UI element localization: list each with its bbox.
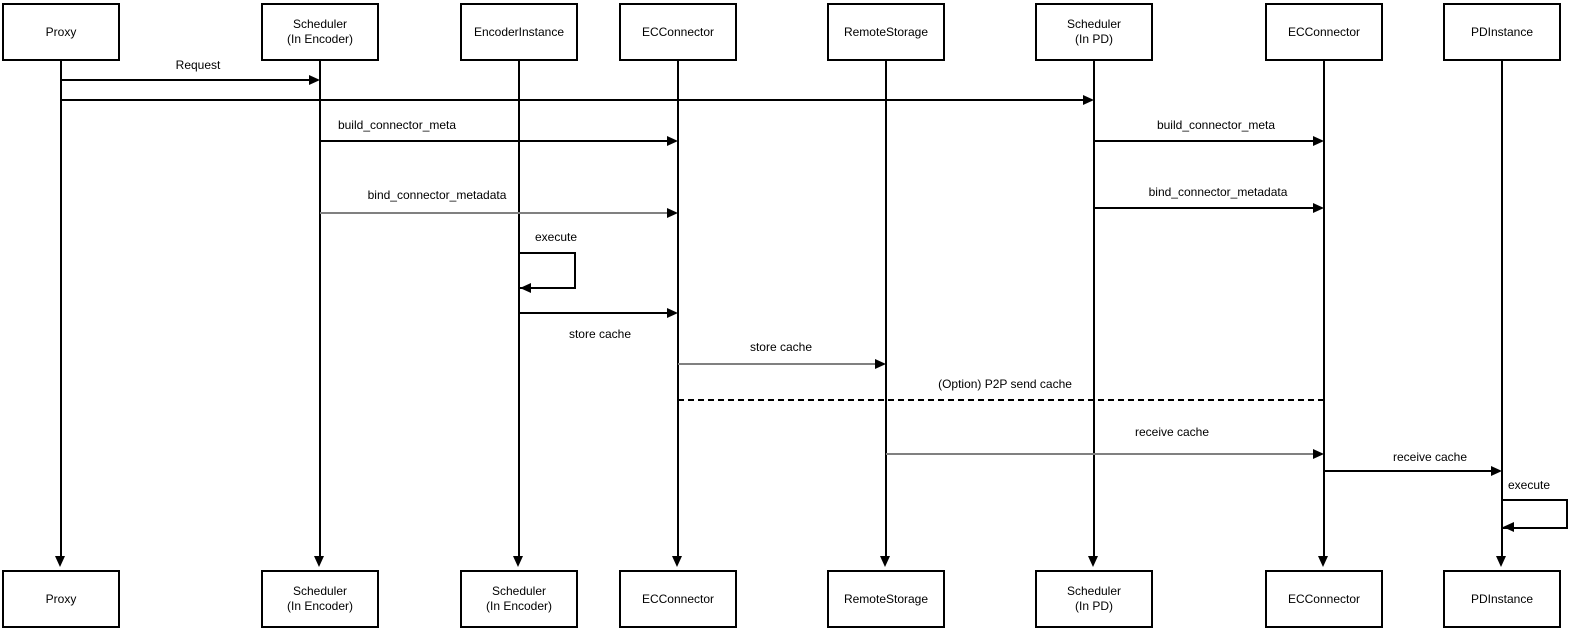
lifeline-encoder-instance: [518, 61, 520, 560]
actor-label: RemoteStorage: [843, 24, 929, 39]
actor-label: ECConnector: [1287, 591, 1361, 606]
actor-label: ECConnector: [1287, 24, 1361, 39]
message-execute-pd-loop: [1502, 499, 1568, 529]
lifeline-end-arrow-icon: [314, 556, 324, 567]
actor-label: Scheduler (In Encoder): [485, 584, 553, 613]
lifeline-pd-instance: [1501, 61, 1503, 560]
message-execute-encoder-label: execute: [532, 230, 580, 244]
lifeline-end-arrow-icon: [1088, 556, 1098, 567]
lifeline-ec-connector-pd: [1323, 61, 1325, 560]
actor-label: PDInstance: [1470, 24, 1534, 39]
actor-bottom-remote-storage: RemoteStorage: [827, 570, 945, 628]
message-build-connector-meta-right-line: [1094, 140, 1313, 142]
message-receive-cache-1-label: receive cache: [1132, 425, 1212, 439]
arrow-right-icon: [875, 359, 886, 369]
message-p2p-send-cache-line: [678, 399, 1324, 401]
actor-label: Proxy: [45, 24, 77, 39]
message-receive-cache-2-line: [1324, 470, 1491, 472]
message-proxy-to-scheduler-pd-line: [61, 99, 1083, 101]
actor-top-scheduler-encoder: Scheduler (In Encoder): [261, 3, 379, 61]
message-execute-pd-label: execute: [1505, 478, 1553, 492]
actor-bottom-ec-connector-encoder: ECConnector: [619, 570, 737, 628]
lifeline-end-arrow-icon: [880, 556, 890, 567]
message-execute-encoder-loop: [519, 252, 576, 289]
actor-bottom-proxy: Proxy: [2, 570, 120, 628]
actor-label: ECConnector: [641, 24, 715, 39]
actor-label: Scheduler (In PD): [1066, 17, 1122, 46]
lifeline-ec-connector-encoder: [677, 61, 679, 560]
lifeline-end-arrow-icon: [513, 556, 523, 567]
actor-bottom-ec-connector-pd: ECConnector: [1265, 570, 1383, 628]
arrow-right-icon: [667, 308, 678, 318]
lifeline-end-arrow-icon: [55, 556, 65, 567]
actor-label: Proxy: [45, 591, 77, 606]
message-store-cache-remote-label: store cache: [747, 340, 815, 354]
arrow-right-icon: [1313, 136, 1324, 146]
actor-bottom-scheduler-pd: Scheduler (In PD): [1035, 570, 1153, 628]
message-store-cache-encoder-line: [519, 312, 667, 314]
actor-top-remote-storage: RemoteStorage: [827, 3, 945, 61]
actor-top-proxy: Proxy: [2, 3, 120, 61]
arrow-right-icon: [1491, 466, 1502, 476]
actor-bottom-scheduler-encoder: Scheduler (In Encoder): [261, 570, 379, 628]
actor-top-encoder-instance: EncoderInstance: [460, 3, 578, 61]
lifeline-proxy: [60, 61, 62, 560]
lifeline-end-arrow-icon: [1318, 556, 1328, 567]
actor-top-ec-connector-encoder: ECConnector: [619, 3, 737, 61]
lifeline-end-arrow-icon: [1496, 556, 1506, 567]
actor-label: EncoderInstance: [473, 24, 565, 39]
actor-label: Scheduler (In Encoder): [286, 584, 354, 613]
actor-bottom-encoder-instance: Scheduler (In Encoder): [460, 570, 578, 628]
message-bind-connector-metadata-right-label: bind_connector_metadata: [1146, 185, 1290, 199]
lifeline-scheduler-pd: [1093, 61, 1095, 560]
arrow-right-icon: [309, 75, 320, 85]
message-receive-cache-2-label: receive cache: [1390, 450, 1470, 464]
actor-top-scheduler-pd: Scheduler (In PD): [1035, 3, 1153, 61]
actor-top-ec-connector-pd: ECConnector: [1265, 3, 1383, 61]
arrow-right-icon: [667, 208, 678, 218]
actor-label: PDInstance: [1470, 591, 1534, 606]
arrow-right-icon: [1313, 449, 1324, 459]
arrow-right-icon: [1313, 203, 1324, 213]
arrow-left-icon: [520, 283, 531, 293]
lifeline-scheduler-encoder: [319, 61, 321, 560]
lifeline-remote-storage: [885, 61, 887, 560]
arrow-right-icon: [667, 136, 678, 146]
message-request-label: Request: [173, 58, 223, 72]
message-p2p-send-cache-label: (Option) P2P send cache: [936, 377, 1074, 391]
message-build-connector-meta-left-line: [320, 140, 667, 142]
message-bind-connector-metadata-right-line: [1094, 207, 1313, 209]
arrow-right-icon: [1083, 95, 1094, 105]
actor-label: ECConnector: [641, 591, 715, 606]
message-build-connector-meta-right-label: build_connector_meta: [1154, 118, 1278, 132]
message-store-cache-remote-line: [678, 363, 875, 365]
message-receive-cache-1-line: [886, 453, 1313, 455]
actor-label: Scheduler (In PD): [1066, 584, 1122, 613]
message-request-line: [61, 79, 310, 81]
arrow-left-icon: [1503, 522, 1514, 532]
actor-top-pd-instance: PDInstance: [1443, 3, 1561, 61]
actor-label: RemoteStorage: [843, 591, 929, 606]
message-build-connector-meta-left-label: build_connector_meta: [335, 118, 459, 132]
actor-label: Scheduler (In Encoder): [286, 17, 354, 46]
lifeline-end-arrow-icon: [672, 556, 682, 567]
message-bind-connector-metadata-left-line: [320, 212, 667, 214]
message-bind-connector-metadata-left-label: bind_connector_metadata: [365, 188, 509, 202]
message-store-cache-encoder-label: store cache: [566, 327, 634, 341]
actor-bottom-pd-instance: PDInstance: [1443, 570, 1561, 628]
